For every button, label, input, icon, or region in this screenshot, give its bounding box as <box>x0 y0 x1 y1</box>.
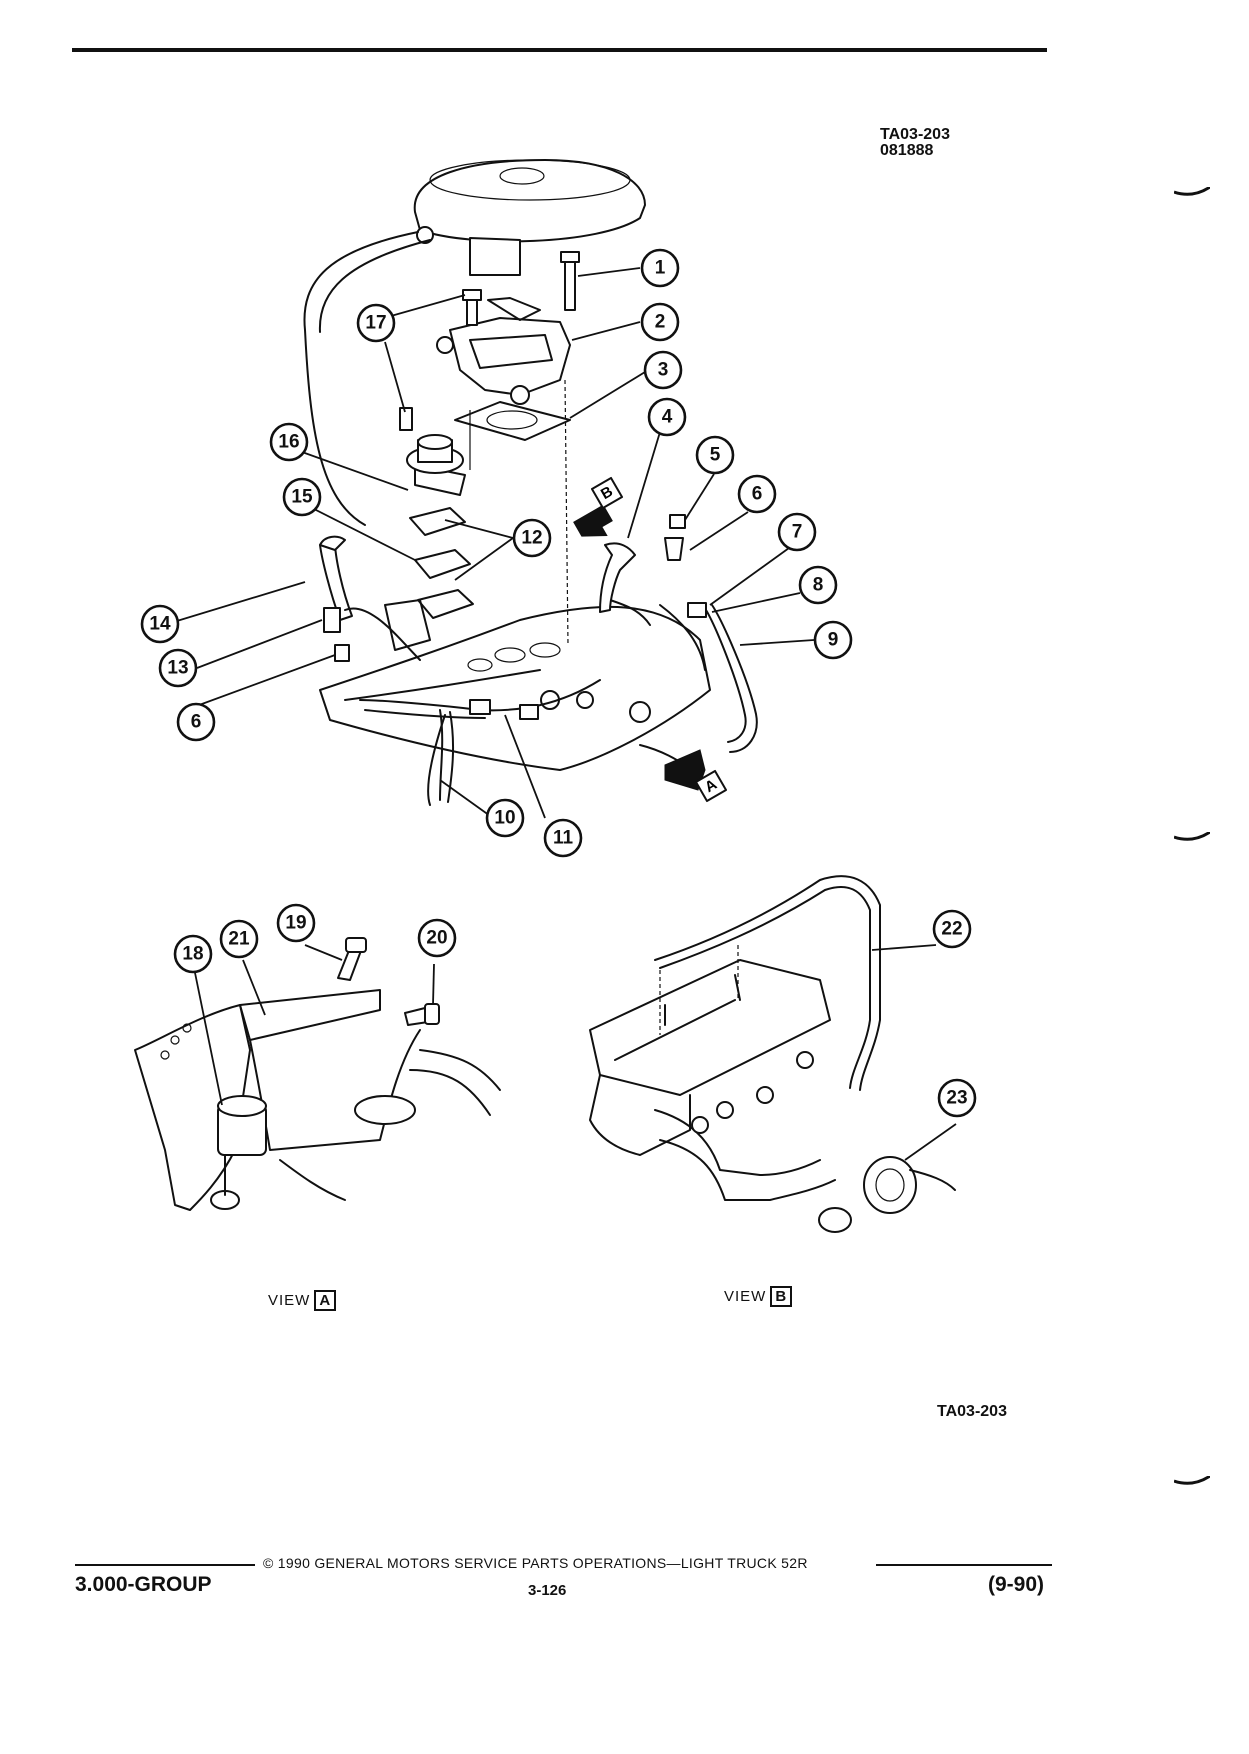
intake-manifold-art <box>319 599 711 771</box>
callout-2: 2 <box>640 302 680 342</box>
svg-text:20: 20 <box>426 928 447 949</box>
callout-15: 15 <box>282 477 322 517</box>
view-a-label: VIEW A <box>268 1290 337 1311</box>
callout-10: 10 <box>485 798 525 838</box>
svg-text:6: 6 <box>191 712 202 733</box>
top-rule <box>72 48 1047 52</box>
callout-4: 4 <box>647 397 687 437</box>
callout-19: 19 <box>276 903 316 943</box>
callout-22: 22 <box>932 909 972 949</box>
svg-text:11: 11 <box>553 828 574 849</box>
view-b-word: VIEW <box>724 1288 767 1305</box>
svg-text:22: 22 <box>941 919 962 940</box>
callout-12: 12 <box>512 518 552 558</box>
svg-text:16: 16 <box>278 432 299 453</box>
svg-text:4: 4 <box>662 407 673 428</box>
egr-valve-art <box>399 407 466 496</box>
carburetor-art <box>436 297 571 405</box>
callout-20: 20 <box>417 918 457 958</box>
footer-rule-right <box>876 1564 1052 1566</box>
binder-mark-bottom <box>1174 1476 1210 1485</box>
footer-group: 3.000-GROUP <box>75 1573 212 1596</box>
callout-1: 1 <box>640 248 680 288</box>
svg-text:23: 23 <box>946 1088 967 1109</box>
svg-text:14: 14 <box>149 614 171 635</box>
callout-14: 14 <box>140 604 180 644</box>
callout-7: 7 <box>777 512 817 552</box>
view-a-illustration <box>134 937 501 1211</box>
callout-18: 18 <box>173 934 213 974</box>
svg-text:21: 21 <box>228 929 250 950</box>
callout-3: 3 <box>643 350 683 390</box>
svg-text:18: 18 <box>182 944 203 965</box>
view-a-word: VIEW <box>268 1292 311 1309</box>
callout-6: 6 <box>737 474 777 514</box>
view-a-letter-box: A <box>314 1290 337 1311</box>
svg-text:1: 1 <box>655 258 666 279</box>
callout-16: 16 <box>269 422 309 462</box>
footer-copyright: © 1990 GENERAL MOTORS SERVICE PARTS OPER… <box>263 1555 808 1571</box>
svg-text:8: 8 <box>813 575 824 596</box>
svg-text:17: 17 <box>365 313 386 334</box>
svg-text:10: 10 <box>494 808 515 829</box>
view-b-letter-box: B <box>770 1286 793 1307</box>
callout-13: 13 <box>158 648 198 688</box>
svg-text:7: 7 <box>792 522 803 543</box>
binder-mark-middle <box>1174 832 1210 841</box>
footer-date: (9-90) <box>988 1573 1045 1596</box>
footer-rule-left <box>75 1564 255 1566</box>
callout-23: 23 <box>937 1078 977 1118</box>
callout-11: 11 <box>543 818 583 858</box>
binder-mark-top <box>1174 187 1210 196</box>
svg-text:12: 12 <box>521 528 542 549</box>
callout-6-lower: 6 <box>176 702 216 742</box>
callout-17: 17 <box>356 303 396 343</box>
figure-date-code: 081888 <box>880 142 934 159</box>
view-b-illustration <box>589 875 956 1233</box>
svg-text:9: 9 <box>828 630 839 651</box>
svg-text:13: 13 <box>167 658 188 679</box>
air-cleaner-art <box>413 159 646 276</box>
view-arrow-b: B <box>573 476 624 537</box>
svg-text:5: 5 <box>710 445 721 466</box>
footer-page-number: 3-126 <box>528 1582 567 1599</box>
callout-5: 5 <box>695 435 735 475</box>
svg-text:2: 2 <box>655 312 666 333</box>
svg-text:6: 6 <box>752 484 763 505</box>
svg-text:15: 15 <box>291 487 313 508</box>
figure-code: TA03-203 <box>880 126 950 143</box>
view-b-label: VIEW B <box>724 1286 793 1307</box>
figure-id-bottom: TA03-203 <box>937 1403 1007 1420</box>
view-arrow-a: A <box>664 749 728 803</box>
main-assembly-illustration: B A <box>303 159 758 806</box>
callout-8: 8 <box>798 565 838 605</box>
callout-21: 21 <box>219 919 259 959</box>
callout-9: 9 <box>813 620 853 660</box>
svg-text:19: 19 <box>285 913 306 934</box>
figure-code-block: TA03-203 081888 <box>880 127 950 159</box>
leader-lines <box>166 267 957 1161</box>
svg-text:3: 3 <box>658 360 669 381</box>
